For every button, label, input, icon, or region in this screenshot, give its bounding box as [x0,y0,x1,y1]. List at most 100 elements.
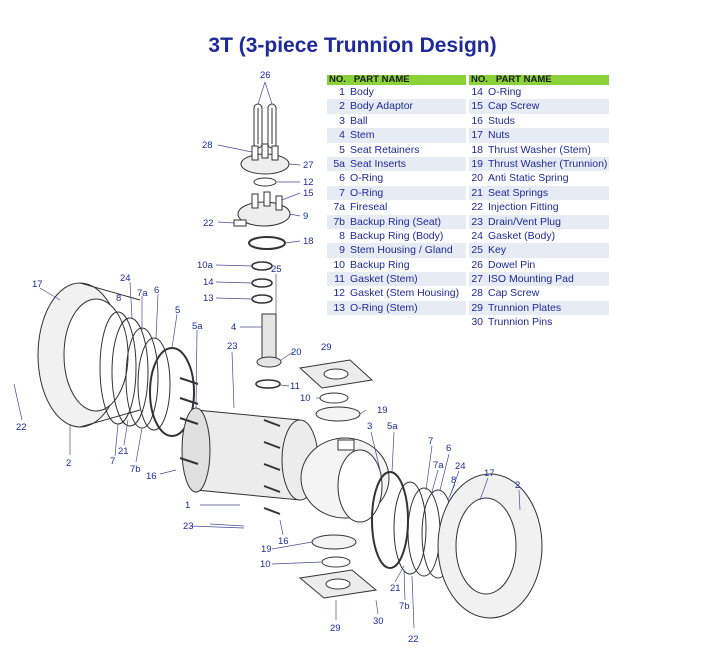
part-number: 21 [471,186,483,199]
part-name: Ball [350,114,368,127]
part-name: Seat Springs [488,186,549,199]
part-name: Cap Screw [488,100,540,113]
part-number: 6 [339,172,345,185]
callout: 22 [16,422,27,433]
header-no: NO. [471,74,488,85]
table-header: NO. PART NAME [327,75,466,85]
part-name: Cap Screw [488,287,540,300]
thrust-washer [248,236,286,250]
callout: 2 [66,458,71,469]
part-number: 2 [339,100,345,113]
table-row: 21 Seat Springs [469,185,609,201]
part-name: Anti Static Spring [488,172,569,185]
part-number: 17 [471,129,483,142]
callout: 18 [303,236,314,247]
callout: 21 [390,583,401,594]
stem [256,313,282,368]
part-number: 4 [339,129,345,142]
part-name: Studs [488,114,515,127]
table-row: 15 Cap Screw [469,99,609,114]
part-number: 10 [333,258,345,271]
part-name: Gasket (Stem) [350,273,418,286]
part-number: 22 [471,201,483,214]
callout: 7a [433,460,444,471]
callout: 7a [137,288,148,299]
part-number: 7b [333,215,345,228]
table-row: 13 O-Ring (Stem) [327,300,466,316]
callout: 25 [271,264,282,275]
callout: 10 [300,393,311,404]
header-no: NO. [329,74,346,85]
part-name: Drain/Vent Plug [488,215,561,228]
part-name: Thrust Washer (Trunnion) [488,157,608,170]
callout: 22 [203,218,214,229]
part-name: Seat Retainers [350,143,420,156]
callout: 24 [455,461,466,472]
callout: 12 [303,177,314,188]
table-row: 28 Cap Screw [469,286,609,300]
trunnion-plate-top [298,359,374,389]
table-row: 3 Ball [327,114,466,128]
part-number: 8 [339,229,345,242]
callout: 30 [373,616,384,627]
table-row: 1 Body [327,85,466,99]
callout-labels: 26 28 27 12 15 22 9 18 10a 14 13 25 4 20… [16,70,520,645]
iso-mounting-pad [240,143,290,175]
trunnion-plate-bottom [298,569,378,599]
callout: 17 [484,468,495,479]
callout: 7b [399,601,410,612]
right-seal-rings [371,471,455,579]
part-number: 20 [471,172,483,185]
callout: 10a [197,260,214,271]
callout: 17 [32,279,43,290]
table-row: 6 O-Ring [327,171,466,185]
part-name: Fireseal [350,201,388,214]
right-body-adaptor [437,473,543,619]
callout: 3 [367,421,372,432]
part-name: ISO Mounting Pad [488,273,574,286]
part-number: 1 [339,86,345,98]
part-number: 3 [339,114,345,127]
callout: 29 [330,623,341,634]
part-number: 15 [471,100,483,113]
diagram-title: 3T (3-piece Trunnion Design) [208,34,497,57]
part-number: 13 [333,301,345,314]
callout: 21 [118,446,129,457]
part-number: 14 [471,86,483,98]
callout: 23 [183,521,194,532]
part-number: 26 [471,258,483,271]
part-name: O-Ring [350,172,384,185]
callout: 20 [291,347,302,358]
callout: 5 [175,305,180,316]
part-name: Dowel Pin [488,258,536,271]
part-name: O-Ring (Stem) [350,301,418,314]
part-number: 28 [471,287,483,300]
part-name: Nuts [488,129,510,142]
callout: 23 [227,341,238,352]
part-name: Body Adaptor [350,100,414,113]
callout: 22 [408,634,419,645]
part-name: Body [350,86,374,98]
callout: 6 [446,443,451,454]
callout: 8 [451,475,456,486]
leader-lines [13,81,521,629]
ball [300,437,390,523]
part-name: Trunnion Plates [488,301,562,314]
callout: 5a [387,421,398,432]
